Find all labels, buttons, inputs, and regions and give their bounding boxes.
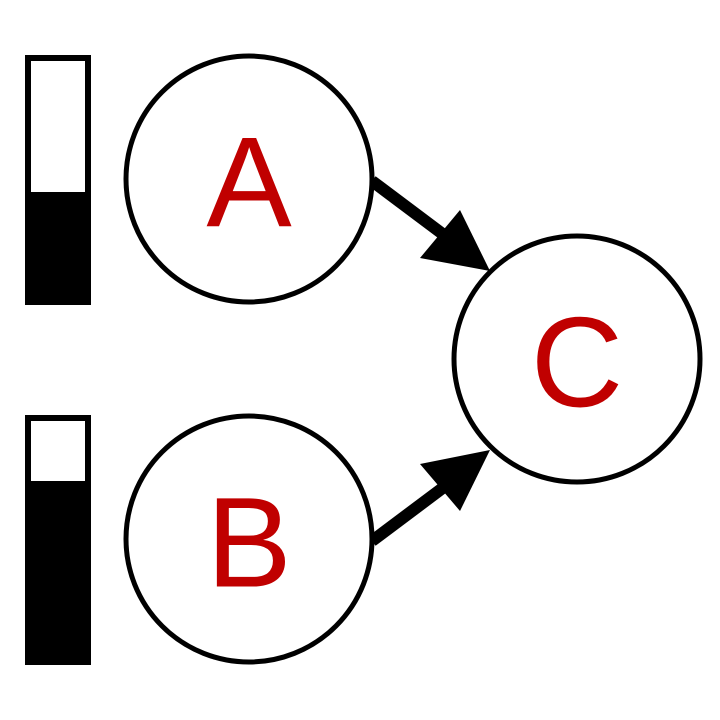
node-b-circle [123, 413, 375, 665]
edge-a-to-c-line [368, 176, 452, 243]
edge-b-to-c-line [368, 479, 452, 546]
node-a: A [123, 53, 375, 305]
edge-a-to-c [368, 176, 490, 271]
level-bar-b-fill [28, 481, 88, 662]
level-bar-a-fill [28, 192, 88, 302]
node-c-circle [451, 233, 703, 485]
node-b-label: B [206, 472, 291, 615]
edge-b-to-c-arrowhead [420, 450, 490, 511]
node-c-label: C [531, 292, 623, 435]
level-bar-b [25, 415, 91, 665]
edge-b-to-c [368, 450, 490, 546]
node-b: B [123, 413, 375, 665]
level-bar-a [25, 55, 91, 305]
node-a-circle [123, 53, 375, 305]
node-a-label: A [206, 112, 292, 255]
node-c: C [451, 233, 703, 485]
edge-a-to-c-arrowhead [420, 210, 490, 271]
